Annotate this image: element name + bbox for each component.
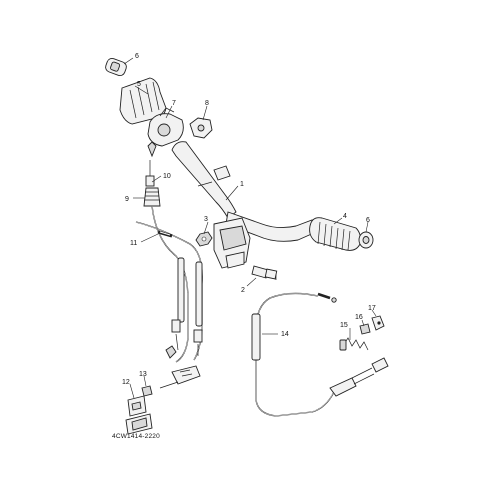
cable-set-left xyxy=(135,141,203,389)
diagram-code: 4CW1414-2220 xyxy=(112,433,160,440)
nut xyxy=(195,231,213,247)
bolt xyxy=(251,265,278,280)
fwd-label-plate xyxy=(125,413,153,435)
spring xyxy=(339,337,369,351)
throttle-housing xyxy=(147,107,184,147)
lever-bracket xyxy=(127,395,147,417)
callout-10: 10 xyxy=(163,173,171,180)
callout-4: 4 xyxy=(343,213,347,220)
cable-right xyxy=(251,292,389,417)
callout-labels: 6 5 7 8 10 9 11 3 1 2 4 6 14 12 13 15 16… xyxy=(122,53,376,386)
callout-16: 16 xyxy=(355,314,363,321)
callout-17: 17 xyxy=(368,305,376,312)
callout-3: 3 xyxy=(204,216,208,223)
housing-clamp xyxy=(189,117,213,139)
grip-end-cap-left xyxy=(105,57,127,77)
handlebar xyxy=(171,141,317,269)
right-grip xyxy=(309,217,361,251)
callout-1: 1 xyxy=(240,181,244,188)
throttle-grip xyxy=(119,77,167,125)
grip-end-cap-right xyxy=(358,231,374,249)
pin-clip xyxy=(371,315,385,331)
callout-15: 15 xyxy=(340,322,348,329)
callout-6-left: 6 xyxy=(135,53,139,60)
callout-6-right: 6 xyxy=(366,217,370,224)
small-fitting xyxy=(141,385,153,397)
callout-11: 11 xyxy=(130,240,137,247)
callout-7: 7 xyxy=(172,100,176,107)
adjuster-nut xyxy=(359,323,371,335)
callout-12: 12 xyxy=(122,379,130,386)
callout-14: 14 xyxy=(281,331,289,338)
callout-5: 5 xyxy=(137,81,141,88)
callout-13: 13 xyxy=(139,371,147,378)
callout-2: 2 xyxy=(241,287,245,294)
callout-9: 9 xyxy=(125,196,129,203)
callout-8: 8 xyxy=(205,100,209,107)
leader-lines xyxy=(123,57,377,399)
